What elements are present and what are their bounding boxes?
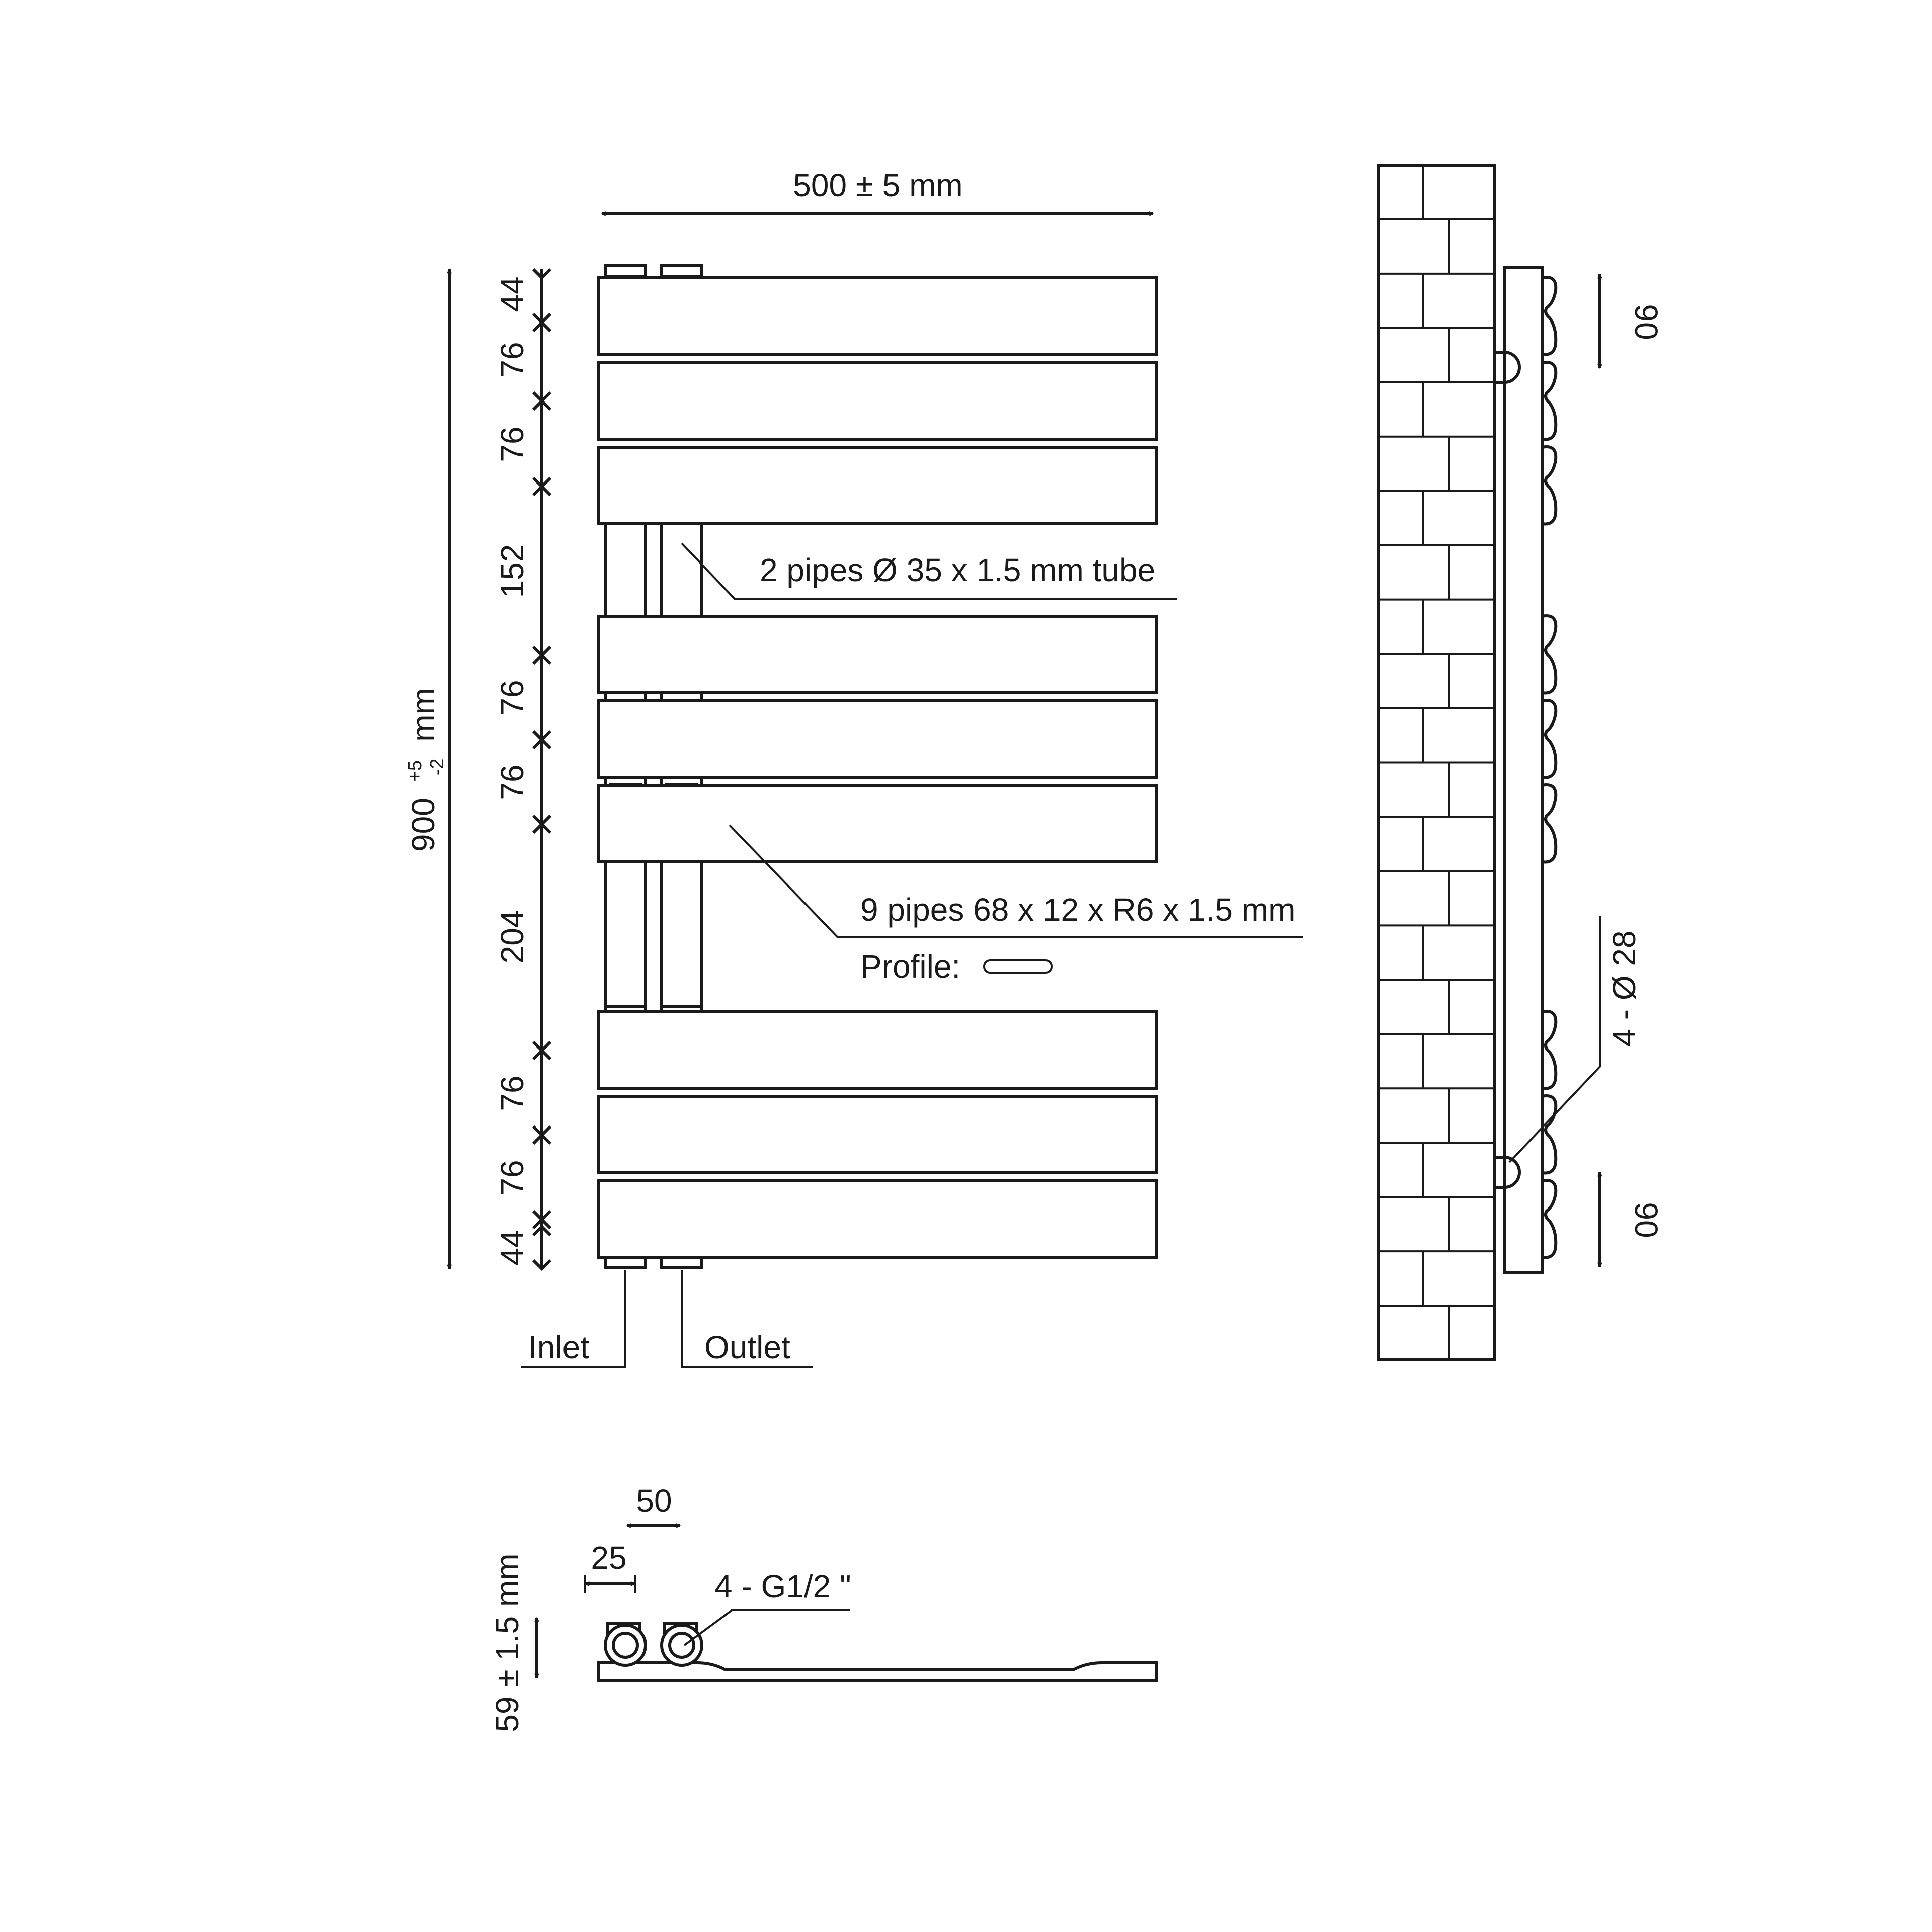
height-label-main: 900 xyxy=(405,798,441,852)
segment-label: 76 xyxy=(494,680,530,715)
tube-callout: 2 pipes Ø 35 x 1.5 mm tube xyxy=(681,542,1177,600)
connections-leader xyxy=(683,1609,850,1646)
mount-holes-label: 4 - Ø 28 xyxy=(1606,930,1642,1046)
collector-tube-left xyxy=(604,854,647,1008)
bar-end-profile xyxy=(1542,1094,1558,1175)
inlet-label: Inlet xyxy=(528,1329,589,1365)
mount-holes-leader xyxy=(1508,916,1601,1163)
horizontal-bar xyxy=(597,276,1158,356)
bar-end-profile xyxy=(1542,361,1558,441)
tube-cap-top-right xyxy=(660,264,703,278)
segment-label: 76 xyxy=(494,1075,530,1111)
segment-label: 152 xyxy=(494,544,530,598)
brick-wall xyxy=(1377,164,1496,1361)
profile-shape-icon xyxy=(983,959,1053,974)
segment-dimension-chain: 44 76 76 152 76 76 204 76 76 44 xyxy=(494,268,552,1271)
segment-label: 76 xyxy=(494,426,530,462)
height-label: 900 +5 -2 mm xyxy=(392,688,450,852)
horizontal-bar xyxy=(597,699,1158,779)
horizontal-bars xyxy=(597,276,1158,1259)
horizontal-bar xyxy=(597,1010,1158,1090)
segment-label: 204 xyxy=(494,910,530,964)
horizontal-bar xyxy=(597,1179,1158,1259)
tube-callout-text: 2 pipes Ø 35 x 1.5 mm tube xyxy=(760,552,1155,588)
wall-bracket-bottom xyxy=(1494,1156,1521,1189)
height-tol-plus: +5 xyxy=(405,760,426,782)
outlet-leader: Outlet xyxy=(681,1270,813,1369)
bottom-view: 50 25 59 ± 1.5 mm 4 - G1/2 " xyxy=(489,1483,1158,1732)
connection-outer-left xyxy=(604,1624,647,1667)
segment-label: 76 xyxy=(494,764,530,800)
segment-label: 76 xyxy=(494,1160,530,1195)
profile-label: Profile: xyxy=(860,948,960,985)
collector-tube-right xyxy=(660,854,703,1008)
depth-label: 59 ± 1.5 mm xyxy=(489,1553,525,1732)
connection-inner-left xyxy=(612,1632,639,1659)
connection-outer-right xyxy=(660,1624,703,1667)
wall-bracket-top xyxy=(1494,351,1521,384)
side-view: 90 90 4 - Ø 28 xyxy=(1377,164,1664,1361)
inlet-leader: Inlet xyxy=(521,1270,626,1369)
segment-label: 44 xyxy=(494,1230,530,1265)
horizontal-bar xyxy=(597,615,1158,694)
bar-end-profile xyxy=(1542,1179,1558,1259)
height-tol-minus: -2 xyxy=(427,758,448,775)
bar-end-profiles xyxy=(1542,276,1558,1259)
outlet-label: Outlet xyxy=(704,1329,790,1365)
pipe-callout: 9 pipes 68 x 12 x R6 x 1.5 mm Profile: xyxy=(729,824,1303,985)
width-label: 500 ± 5 mm xyxy=(793,167,962,203)
front-view: 500 ± 5 mm 900 +5 -2 mm xyxy=(392,167,1303,1369)
height-unit: mm xyxy=(405,688,441,742)
bar-end-profile xyxy=(1542,699,1558,779)
bar-end-profile xyxy=(1542,445,1558,526)
tube-cap-top-left xyxy=(604,264,647,278)
segment-label: 44 xyxy=(494,276,530,312)
dimension-ticks xyxy=(532,268,552,1271)
horizontal-bar xyxy=(597,361,1158,441)
pipe-callout-text: 9 pipes 68 x 12 x R6 x 1.5 mm xyxy=(860,892,1295,928)
bar-end-profile xyxy=(1542,276,1558,356)
base-plate xyxy=(597,1661,1158,1682)
bar-end-profile xyxy=(1542,614,1558,695)
horizontal-bar xyxy=(597,446,1158,525)
bar-end-profile xyxy=(1542,783,1558,864)
horizontal-bar xyxy=(597,1095,1158,1174)
bar-end-profile xyxy=(1542,1010,1558,1090)
pitch-label: 50 xyxy=(636,1483,672,1519)
bottom-spacing-label: 90 xyxy=(1628,1202,1664,1238)
svg-text:900 +5 -2: 900 +5 -2 mm xyxy=(392,688,450,852)
horizontal-bar xyxy=(597,784,1158,863)
radiator-side-profile xyxy=(1503,266,1544,1274)
connections-label: 4 - G1/2 " xyxy=(714,1568,851,1604)
segment-label: 76 xyxy=(494,342,530,377)
top-spacing-label: 90 xyxy=(1628,304,1664,340)
connection-inner-right xyxy=(668,1632,695,1659)
offset-label: 25 xyxy=(591,1540,626,1576)
